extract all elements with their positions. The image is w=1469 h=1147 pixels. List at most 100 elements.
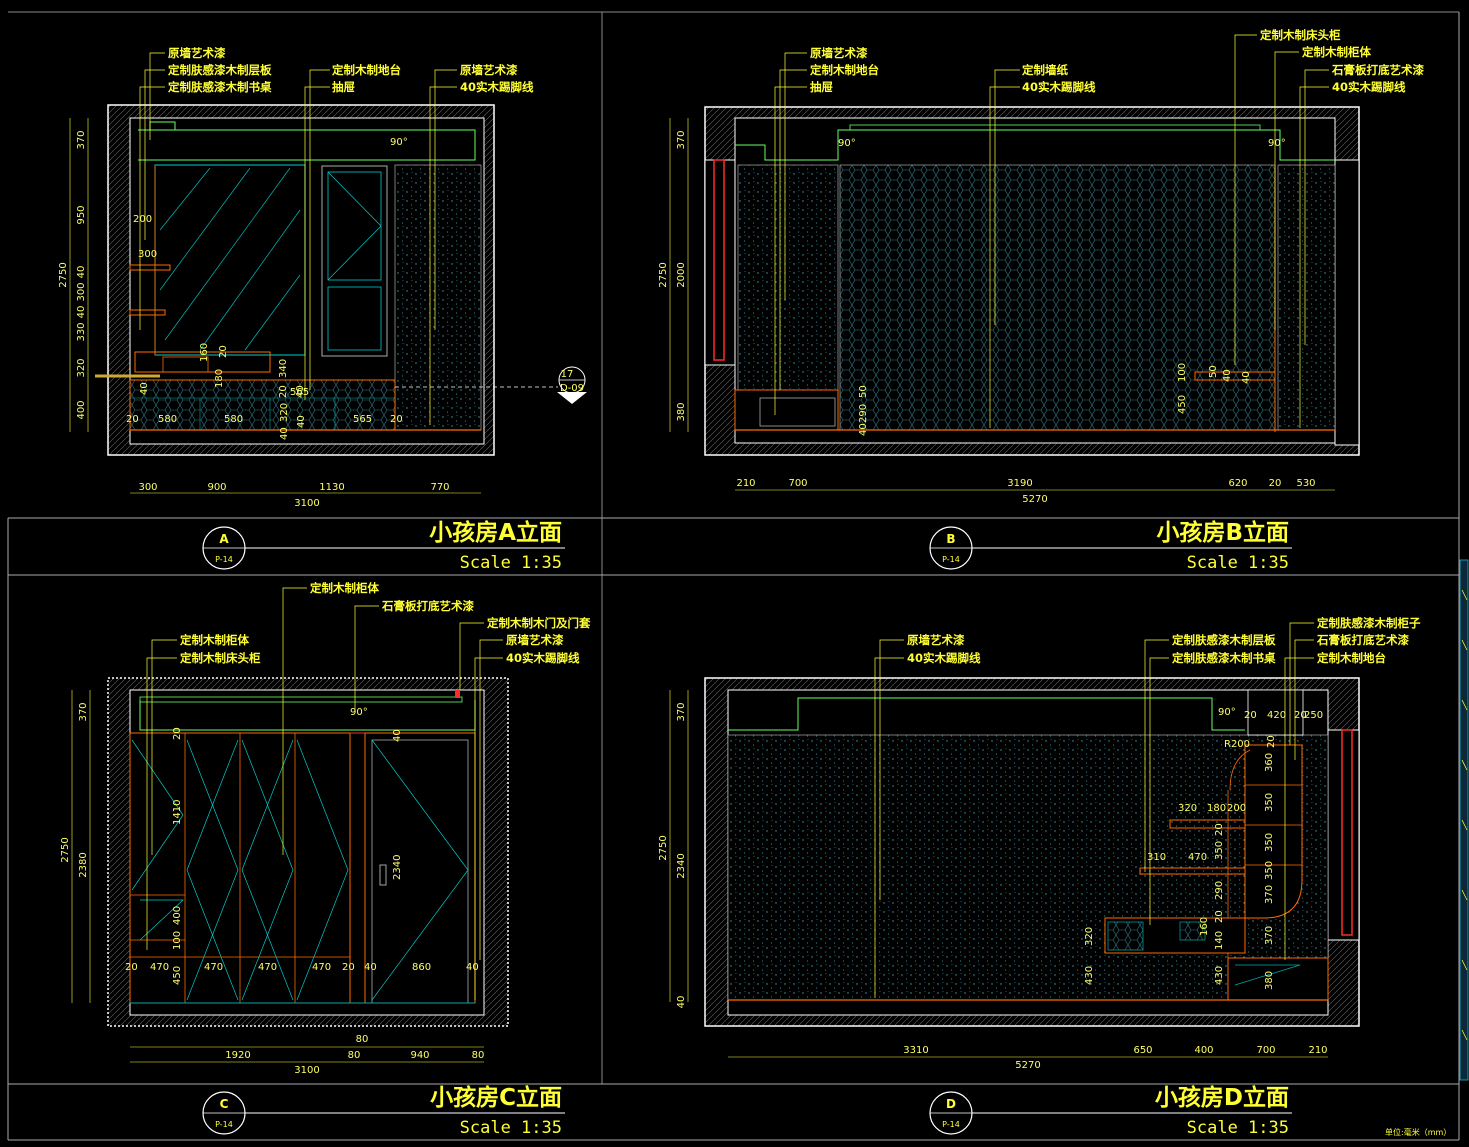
- svg-text:17: 17: [561, 369, 574, 380]
- svg-text:250: 250: [1304, 710, 1323, 721]
- svg-text:100: 100: [172, 931, 183, 950]
- svg-text:180: 180: [1207, 803, 1226, 814]
- svg-text:320: 320: [1084, 927, 1095, 946]
- svg-text:1920: 1920: [225, 1050, 250, 1061]
- svg-text:380: 380: [676, 402, 687, 421]
- panel-b-title: 小孩房B立面: [1156, 519, 1289, 546]
- svg-text:320: 320: [279, 403, 290, 422]
- svg-text:360: 360: [1264, 753, 1275, 772]
- svg-text:400: 400: [1194, 1045, 1213, 1056]
- svg-text:300: 300: [138, 482, 157, 493]
- svg-text:R200: R200: [1224, 739, 1250, 750]
- svg-text:370: 370: [76, 130, 87, 149]
- svg-text:565: 565: [290, 387, 309, 398]
- svg-text:450: 450: [172, 966, 183, 985]
- svg-text:20: 20: [126, 414, 139, 425]
- svg-text:2750: 2750: [60, 837, 71, 862]
- svg-text:400: 400: [172, 906, 183, 925]
- svg-text:620: 620: [1228, 478, 1247, 489]
- svg-text:770: 770: [430, 482, 449, 493]
- svg-text:定制木制木门及门套: 定制木制木门及门套: [487, 616, 591, 630]
- svg-text:90°: 90°: [838, 138, 856, 149]
- svg-text:定制木制柜体: 定制木制柜体: [180, 633, 249, 647]
- svg-text:20: 20: [1294, 710, 1307, 721]
- svg-text:650: 650: [1133, 1045, 1152, 1056]
- svg-text:180: 180: [214, 369, 225, 388]
- svg-text:40: 40: [279, 427, 290, 440]
- svg-text:420: 420: [1267, 710, 1286, 721]
- svg-text:20: 20: [390, 414, 403, 425]
- svg-text:340: 340: [278, 359, 289, 378]
- panel-c-title: 小孩房C立面: [430, 1084, 562, 1111]
- panel-d-scale: Scale 1:35: [1187, 1118, 1289, 1138]
- svg-text:530: 530: [1296, 478, 1315, 489]
- svg-text:P-14: P-14: [215, 1120, 233, 1129]
- svg-text:2750: 2750: [658, 835, 669, 860]
- svg-text:40: 40: [676, 996, 687, 1009]
- panel-c-text: 定制木制柜体 石膏板打底艺术漆 定制木制木门及门套 原墙艺术漆 40实木踢脚线 …: [60, 581, 591, 1076]
- svg-text:80: 80: [348, 1050, 361, 1061]
- svg-text:石膏板打底艺术漆: 石膏板打底艺术漆: [381, 599, 474, 613]
- panel-b-scale: Scale 1:35: [1187, 553, 1289, 573]
- svg-text:40实木踢脚线: 40实木踢脚线: [460, 80, 534, 94]
- svg-text:330: 330: [76, 322, 87, 341]
- panel-a-title: 小孩房A立面: [429, 519, 562, 546]
- svg-text:950: 950: [76, 205, 87, 224]
- svg-text:原墙艺术漆: 原墙艺术漆: [460, 63, 518, 77]
- svg-text:350: 350: [1264, 793, 1275, 812]
- svg-text:450: 450: [1177, 395, 1188, 414]
- svg-text:3190: 3190: [1007, 478, 1032, 489]
- units-note: 单位:毫米（mm）: [1385, 1127, 1451, 1137]
- svg-text:80: 80: [356, 1034, 369, 1045]
- svg-text:160: 160: [199, 343, 210, 362]
- svg-text:200: 200: [1227, 803, 1246, 814]
- svg-text:定制木制床头柜: 定制木制床头柜: [180, 651, 261, 665]
- svg-text:定制木制柜体: 定制木制柜体: [1302, 45, 1371, 59]
- svg-text:3100: 3100: [294, 1065, 319, 1076]
- svg-text:370: 370: [676, 702, 687, 721]
- svg-text:P-14: P-14: [942, 555, 960, 564]
- svg-text:40: 40: [295, 385, 306, 398]
- svg-text:90°: 90°: [1268, 138, 1286, 149]
- svg-text:400: 400: [76, 400, 87, 419]
- title-block-d: D P-14 小孩房D立面 Scale 1:35: [929, 1084, 1292, 1138]
- svg-text:40: 40: [76, 266, 87, 279]
- svg-text:380: 380: [1264, 971, 1275, 990]
- svg-text:原墙艺术漆: 原墙艺术漆: [810, 46, 868, 60]
- panel-b-elevation: [704, 106, 1360, 456]
- svg-text:A: A: [219, 532, 229, 546]
- svg-text:定制肤感漆木制书桌: 定制肤感漆木制书桌: [168, 80, 272, 94]
- svg-text:300: 300: [138, 249, 157, 260]
- panel-b-text: 原墙艺术漆 定制木制地台 抽屉 定制墙纸 40实木踢脚线 定制木制床头柜 定制木…: [658, 28, 1424, 505]
- svg-text:40: 40: [76, 306, 87, 319]
- svg-text:D: D: [946, 1097, 956, 1111]
- svg-text:石膏板打底艺术漆: 石膏板打底艺术漆: [1331, 63, 1424, 77]
- svg-text:370: 370: [1264, 885, 1275, 904]
- svg-text:20: 20: [218, 345, 229, 358]
- svg-text:320: 320: [76, 358, 87, 377]
- svg-text:P-14: P-14: [215, 555, 233, 564]
- svg-text:40: 40: [858, 423, 869, 436]
- panel-d-elevation: [704, 677, 1360, 1027]
- svg-text:2380: 2380: [78, 852, 89, 877]
- svg-text:100: 100: [1177, 363, 1188, 382]
- svg-text:抽屉: 抽屉: [332, 80, 355, 94]
- svg-text:定制木制柜体: 定制木制柜体: [310, 581, 379, 595]
- svg-text:80: 80: [472, 1050, 485, 1061]
- svg-text:5270: 5270: [1022, 494, 1047, 505]
- title-block-a: A P-14 小孩房A立面 Scale 1:35: [202, 519, 565, 573]
- sheet-frame: [7, 11, 1469, 1141]
- svg-text:C: C: [220, 1097, 229, 1111]
- svg-text:40: 40: [466, 962, 479, 973]
- svg-text:2340: 2340: [676, 853, 687, 878]
- svg-text:50: 50: [858, 385, 869, 398]
- svg-text:290: 290: [858, 404, 869, 423]
- svg-text:90°: 90°: [390, 137, 408, 148]
- svg-text:140: 140: [1214, 931, 1225, 950]
- svg-text:50: 50: [1208, 365, 1219, 378]
- svg-text:940: 940: [410, 1050, 429, 1061]
- svg-text:430: 430: [1084, 966, 1095, 985]
- svg-text:2750: 2750: [58, 262, 69, 287]
- panel-a-scale: Scale 1:35: [460, 553, 562, 573]
- svg-text:370: 370: [1264, 926, 1275, 945]
